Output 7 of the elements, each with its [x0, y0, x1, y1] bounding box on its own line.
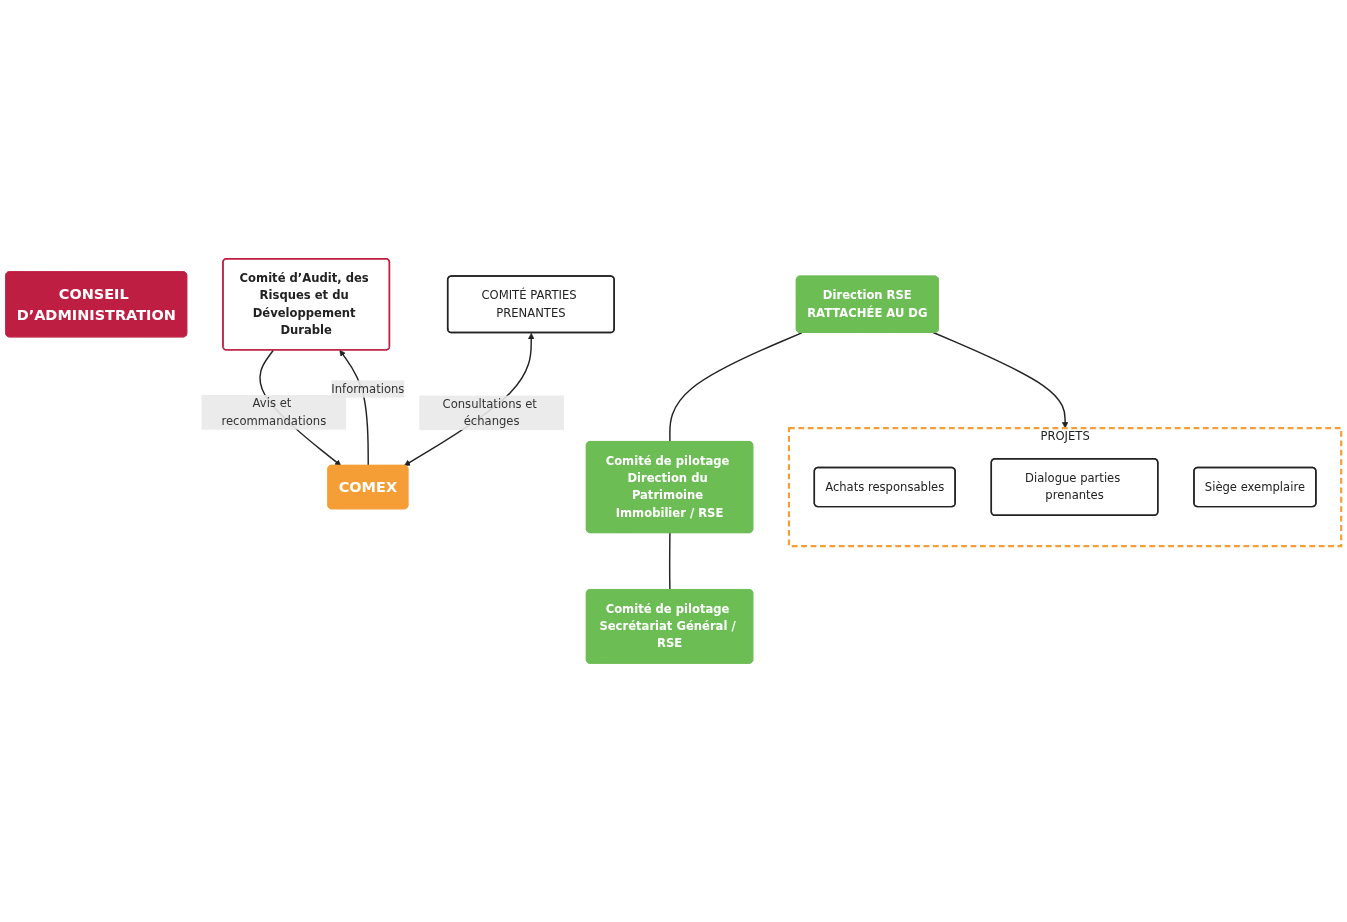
edge-label: Consultations et échanges	[442, 396, 537, 428]
connector	[669, 332, 803, 443]
edge-label: Avis et recommandations	[221, 396, 327, 428]
cluster	[787, 427, 1343, 548]
edge-label: Informations	[331, 381, 405, 396]
arrow	[932, 331, 1069, 429]
connector	[668, 532, 671, 591]
